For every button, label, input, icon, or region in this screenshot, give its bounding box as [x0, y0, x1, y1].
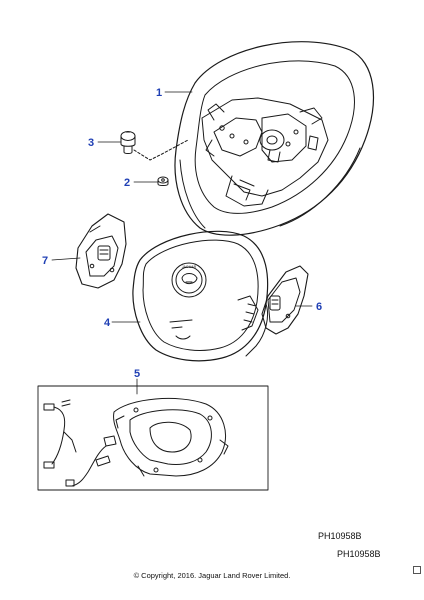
- callout-2: 2: [124, 177, 130, 189]
- left-paddle-shifter: [75, 213, 127, 289]
- nut: [157, 176, 169, 186]
- steering-wheel: [174, 41, 375, 236]
- diagram-reference-upper: PH10958B: [318, 531, 362, 541]
- harness-kit: [37, 385, 269, 491]
- callout-4: 4: [104, 317, 111, 329]
- right-paddle-shifter: [261, 265, 309, 335]
- airbag-emblem-text: JAGUAR: [182, 265, 197, 269]
- corner-checkbox-mark: [413, 566, 421, 574]
- stud-bolt: [120, 131, 136, 154]
- leader-lines: [51, 91, 313, 395]
- callout-1: 1: [156, 87, 162, 99]
- callout-3: 3: [88, 137, 94, 149]
- callout-6: 6: [316, 301, 322, 313]
- copyright-notice: © Copyright, 2016. Jaguar Land Rover Lim…: [133, 571, 291, 580]
- diagram-reference-lower: PH10958B: [337, 549, 381, 559]
- callout-7: 7: [42, 255, 48, 267]
- airbag-module: [132, 230, 269, 362]
- callout-5: 5: [134, 368, 140, 380]
